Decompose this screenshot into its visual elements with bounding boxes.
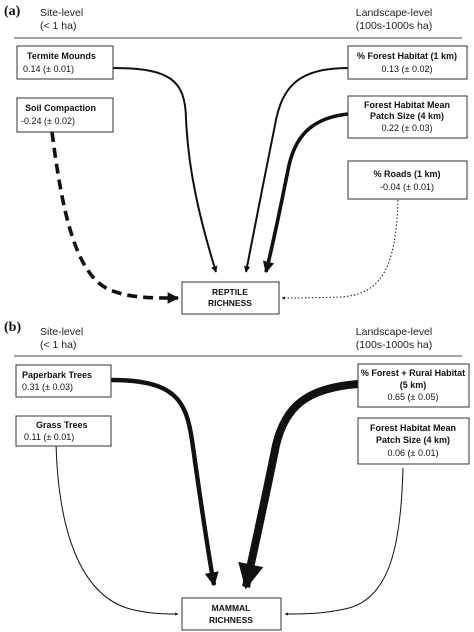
panel-b-right-heading-line1: Landscape-level	[356, 326, 432, 338]
node-termite-mounds-title: Termite Mounds	[27, 51, 96, 61]
node-forest-habitat-1km-title: % Forest Habitat (1 km)	[357, 51, 457, 61]
node-paperbark-trees-value: 0.31 (± 0.03)	[22, 382, 73, 392]
node-termite-mounds: Termite Mounds 0.14 (± 0.01)	[16, 45, 114, 80]
node-forest-rural-5km-box	[357, 363, 470, 408]
panel-a-label: (a)	[4, 4, 21, 19]
node-paperbark-trees: Paperbark Trees 0.31 (± 0.03)	[15, 364, 112, 398]
node-mammal-richness-box	[181, 597, 282, 631]
panel-b-right-heading-line2: (100s-1000s ha)	[356, 339, 432, 351]
arrow-soil-to-reptile	[50, 131, 180, 304]
panel-a-left-heading-line1: Site-level	[40, 7, 83, 19]
node-forest-habitat-1km-box	[347, 45, 468, 80]
node-patch-size-4km-b: Forest Habitat Mean Patch Size (4 km) 0.…	[357, 417, 470, 465]
arrow-patch4b-to-mammal	[284, 467, 404, 616]
arrow-forest1-to-reptile	[243, 67, 349, 273]
node-termite-mounds-box	[16, 45, 114, 80]
node-reptile-richness: REPTILE RICHNESS	[181, 281, 280, 315]
arrow-roads-to-reptile	[281, 199, 399, 300]
node-soil-compaction-title: Soil Compaction	[25, 103, 96, 113]
node-roads-1km: % Roads (1 km) -0.04 (± 0.01)	[347, 160, 468, 200]
node-termite-mounds-value: 0.14 (± 0.01)	[23, 64, 74, 74]
node-patch-size-4km-a-title-line1: Forest Habitat Mean	[364, 100, 450, 110]
arrow-grass-to-mammal	[55, 441, 179, 616]
node-patch-size-4km-a: Forest Habitat Mean Patch Size (4 km) 0.…	[347, 95, 468, 139]
node-roads-1km-title: % Roads (1 km)	[373, 169, 440, 179]
panel-a: (a) Site-level (< 1 ha) Landscape-level …	[4, 4, 468, 315]
arrow-termite-to-reptile	[112, 67, 218, 273]
panel-a-right-heading-line1: Landscape-level	[356, 7, 432, 19]
node-forest-habitat-1km: % Forest Habitat (1 km) 0.13 (± 0.02)	[347, 45, 468, 80]
panel-b-left-heading-line2: (< 1 ha)	[40, 339, 76, 351]
node-forest-rural-5km: % Forest + Rural Habitat (5 km) 0.65 (± …	[357, 363, 470, 408]
node-patch-size-4km-b-box	[357, 417, 470, 465]
node-patch-size-4km-a-box	[347, 95, 468, 139]
node-reptile-richness-line1: REPTILE	[212, 287, 248, 297]
node-patch-size-4km-a-value: 0.22 (± 0.03)	[382, 123, 433, 133]
node-forest-habitat-1km-value: 0.13 (± 0.02)	[382, 64, 433, 74]
panel-b-label: (b)	[4, 320, 21, 335]
arrow-paperbark-to-mammal	[110, 377, 219, 587]
arrow-forestrural-to-mammal	[238, 380, 359, 590]
panel-b-left-heading-line1: Site-level	[40, 326, 83, 338]
arrow-patch4a-to-reptile	[262, 112, 349, 274]
node-patch-size-4km-a-title-line2: Patch Size (4 km)	[370, 111, 444, 121]
node-grass-trees-value: 0.11 (± 0.01)	[24, 432, 74, 442]
node-roads-1km-box	[347, 160, 468, 200]
panel-a-left-heading-line2: (< 1 ha)	[40, 20, 76, 32]
node-grass-trees: Grass Trees 0.11 (± 0.01)	[15, 415, 112, 447]
panel-b: (b) Site-level (< 1 ha) Landscape-level …	[4, 320, 470, 631]
node-roads-1km-value: -0.04 (± 0.01)	[380, 182, 434, 192]
node-patch-size-4km-b-value: 0.06 (± 0.01)	[388, 448, 439, 458]
node-forest-rural-5km-value: 0.65 (± 0.05)	[388, 392, 439, 402]
node-patch-size-4km-b-title-line1: Forest Habitat Mean	[370, 423, 456, 433]
node-patch-size-4km-b-title-line2: Patch Size (4 km)	[376, 435, 450, 445]
node-forest-rural-5km-title-line1: % Forest + Rural Habitat	[361, 368, 465, 378]
node-paperbark-trees-title: Paperbark Trees	[22, 370, 92, 380]
node-reptile-richness-box	[181, 281, 280, 315]
node-mammal-richness: MAMMAL RICHNESS	[181, 597, 282, 631]
node-grass-trees-title: Grass Trees	[36, 420, 88, 430]
node-soil-compaction-value: -0.24 (± 0.02)	[21, 116, 75, 126]
node-soil-compaction: Soil Compaction -0.24 (± 0.02)	[16, 97, 114, 133]
node-soil-compaction-box	[16, 97, 114, 133]
node-mammal-richness-line1: MAMMAL	[212, 603, 251, 613]
node-paperbark-trees-box	[15, 364, 112, 398]
panel-a-right-heading-line2: (100s-1000s ha)	[356, 20, 432, 32]
node-forest-rural-5km-title-line2: (5 km)	[400, 380, 427, 390]
node-grass-trees-box	[15, 415, 112, 447]
node-reptile-richness-line2: RICHNESS	[208, 298, 252, 308]
node-mammal-richness-line2: RICHNESS	[209, 615, 253, 625]
